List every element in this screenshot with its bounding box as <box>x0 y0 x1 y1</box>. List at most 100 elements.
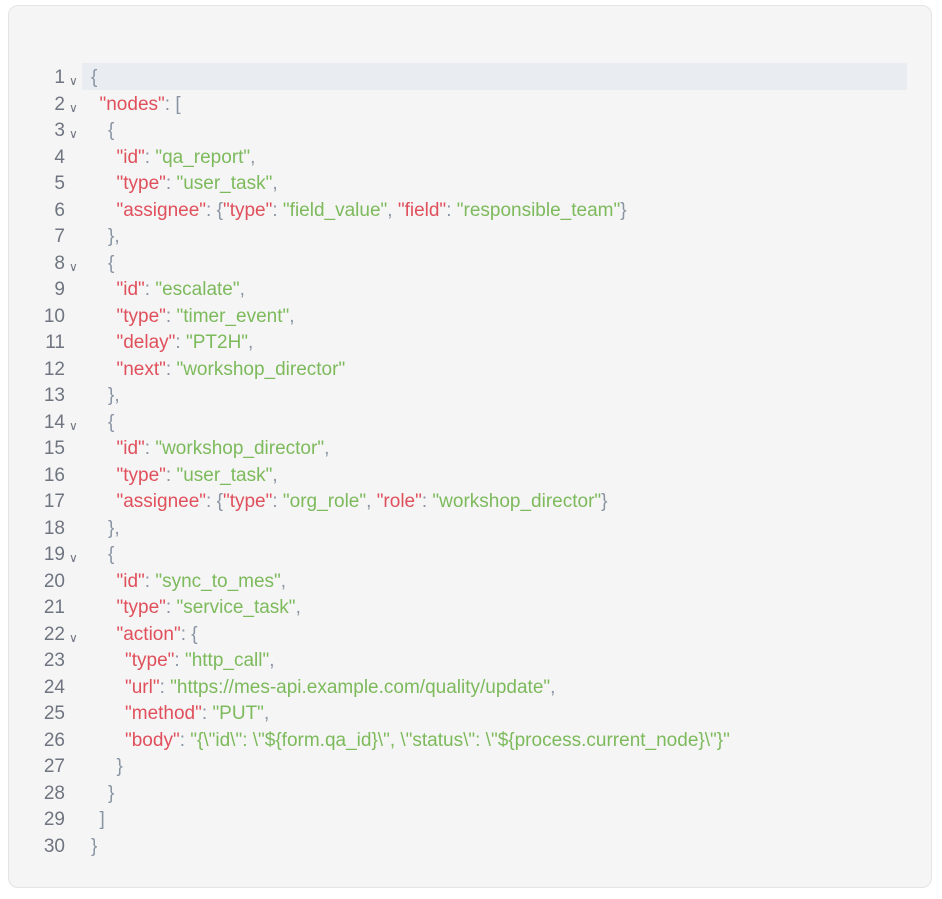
chevron-down-icon[interactable]: ∨ <box>69 74 78 88</box>
code-line[interactable]: 10"type": "timer_event", <box>9 304 931 331</box>
chevron-down-icon[interactable]: ∨ <box>69 551 78 565</box>
code-line[interactable]: 9"id": "escalate", <box>9 277 931 304</box>
json-punctuation: : [ <box>164 93 181 115</box>
json-string: "escalate" <box>155 279 240 300</box>
code-line[interactable]: 11"delay": "PT2H", <box>9 330 931 357</box>
json-punctuation: } <box>91 835 98 857</box>
json-key: "url" <box>125 676 160 698</box>
json-punctuation: : <box>446 199 457 221</box>
chevron-down-icon[interactable]: ∨ <box>69 630 78 645</box>
line-number: 15 <box>43 438 65 459</box>
json-punctuation: : { <box>206 199 223 221</box>
code-line[interactable]: 12"next": "workshop_director" <box>9 357 931 384</box>
json-punctuation: ] <box>99 809 105 830</box>
line-number: 4 <box>54 146 65 168</box>
line-content: } <box>91 781 114 808</box>
json-key: "id" <box>116 438 145 459</box>
code-line[interactable]: 29] <box>9 807 931 834</box>
json-punctuation: , <box>269 650 275 671</box>
code-line[interactable]: 21 "type": "service_task", <box>9 595 931 622</box>
json-string: "responsible_team" <box>456 199 621 221</box>
line-content: "type": "user_task", <box>91 463 278 490</box>
line-number: 3 <box>54 120 65 141</box>
json-punctuation: : <box>165 305 177 327</box>
json-key: "type" <box>116 597 166 618</box>
json-punctuation: , <box>387 199 398 221</box>
json-punctuation: : <box>175 332 186 353</box>
line-number: 27 <box>43 756 65 777</box>
json-string: "field_value" <box>282 199 388 221</box>
line-content: "type": "service_task", <box>91 595 301 622</box>
line-content: "method": "PUT", <box>91 701 269 728</box>
json-key: "type" <box>222 491 273 512</box>
code-line[interactable]: 24"url": "https://mes-api.example.com/qu… <box>9 675 931 702</box>
code-line[interactable]: 25 "method": "PUT", <box>9 701 931 728</box>
json-string: "org_role" <box>282 491 367 512</box>
json-key: "id" <box>116 570 145 592</box>
line-number: 21 <box>43 597 65 618</box>
line-content: "type": "http_call", <box>91 648 275 675</box>
chevron-down-icon[interactable]: ∨ <box>69 418 78 433</box>
json-punctuation: : <box>144 570 156 592</box>
json-key: "body" <box>125 729 180 751</box>
code-line[interactable]: 14∨{ <box>9 410 931 437</box>
json-key: "role" <box>376 491 422 512</box>
code-line[interactable]: 6 "assignee": {"type": "field_value", "fi… <box>9 198 931 225</box>
line-content: "assignee": {"type": "field_value", "fie… <box>91 198 627 225</box>
line-number: 13 <box>43 385 65 406</box>
json-string: "timer_event" <box>176 305 290 327</box>
code-line[interactable]: 7}, <box>9 224 931 251</box>
json-key: "type" <box>116 305 166 327</box>
code-line[interactable]: 17"assignee": {"type": "org_role", "role… <box>9 489 931 516</box>
code-editor[interactable]: 1∨{2∨"nodes": [3∨{4"id": "qa_report",5"t… <box>8 5 932 888</box>
code-line[interactable]: 4 "id": "qa_report", <box>9 145 931 172</box>
code-line[interactable]: 18}, <box>9 516 931 543</box>
chevron-down-icon[interactable]: ∨ <box>69 127 78 141</box>
line-number: 5 <box>54 173 65 194</box>
line-content: "delay": "PT2H", <box>91 330 254 357</box>
json-punctuation: { <box>91 67 98 88</box>
json-punctuation: , <box>289 305 295 327</box>
line-number: 25 <box>43 703 65 724</box>
json-punctuation: } <box>620 199 627 221</box>
code-lines[interactable]: 1∨{2∨"nodes": [3∨{4"id": "qa_report",5"t… <box>9 65 931 860</box>
json-string: "qa_report" <box>155 146 251 168</box>
line-number: 8 <box>54 252 65 274</box>
code-line[interactable]: 16"type": "user_task", <box>9 463 931 490</box>
line-number: 1 <box>54 67 65 88</box>
code-line[interactable]: 1 ∨ { <box>9 65 931 92</box>
line-number: 9 <box>54 279 65 300</box>
line-content: ] <box>91 807 105 834</box>
json-punctuation: : <box>165 173 177 194</box>
line-number: 30 <box>43 835 65 857</box>
line-number: 14 <box>43 411 65 433</box>
json-punctuation: : <box>179 729 191 751</box>
code-line[interactable]: 2∨"nodes": [ <box>9 92 931 119</box>
json-punctuation: : <box>144 146 156 168</box>
code-line[interactable]: 30} <box>9 834 931 861</box>
code-line[interactable]: 5"type": "user_task", <box>9 171 931 198</box>
json-punctuation: }, <box>108 385 120 406</box>
code-line[interactable]: 27} <box>9 754 931 781</box>
code-line[interactable]: 13}, <box>9 383 931 410</box>
code-line[interactable]: 15"id": "workshop_director", <box>9 436 931 463</box>
json-string: "service_task" <box>176 597 296 618</box>
line-number: 6 <box>54 199 65 221</box>
json-key: "delay" <box>116 332 176 353</box>
code-line[interactable]: 26"body": "{\"id\": \"${form.qa_id}\", \… <box>9 728 931 755</box>
code-line[interactable]: 8∨{ <box>9 251 931 278</box>
json-string: "{\"id\": \"${form.qa_id}\", \"status\":… <box>190 729 730 751</box>
chevron-down-icon[interactable]: ∨ <box>69 100 78 115</box>
code-line[interactable]: 20"id": "sync_to_mes", <box>9 569 931 596</box>
code-line[interactable]: 23"type": "http_call", <box>9 648 931 675</box>
json-punctuation: { <box>108 544 115 565</box>
code-line[interactable]: 19∨{ <box>9 542 931 569</box>
line-content: "id": "qa_report", <box>91 145 256 172</box>
code-line[interactable]: 28} <box>9 781 931 808</box>
code-line[interactable]: 22∨"action": { <box>9 622 931 649</box>
json-punctuation: , <box>295 597 301 618</box>
chevron-down-icon[interactable]: ∨ <box>69 259 78 274</box>
json-key: "id" <box>116 279 145 300</box>
code-line[interactable]: 3∨{ <box>9 118 931 145</box>
line-content: { <box>91 65 97 92</box>
